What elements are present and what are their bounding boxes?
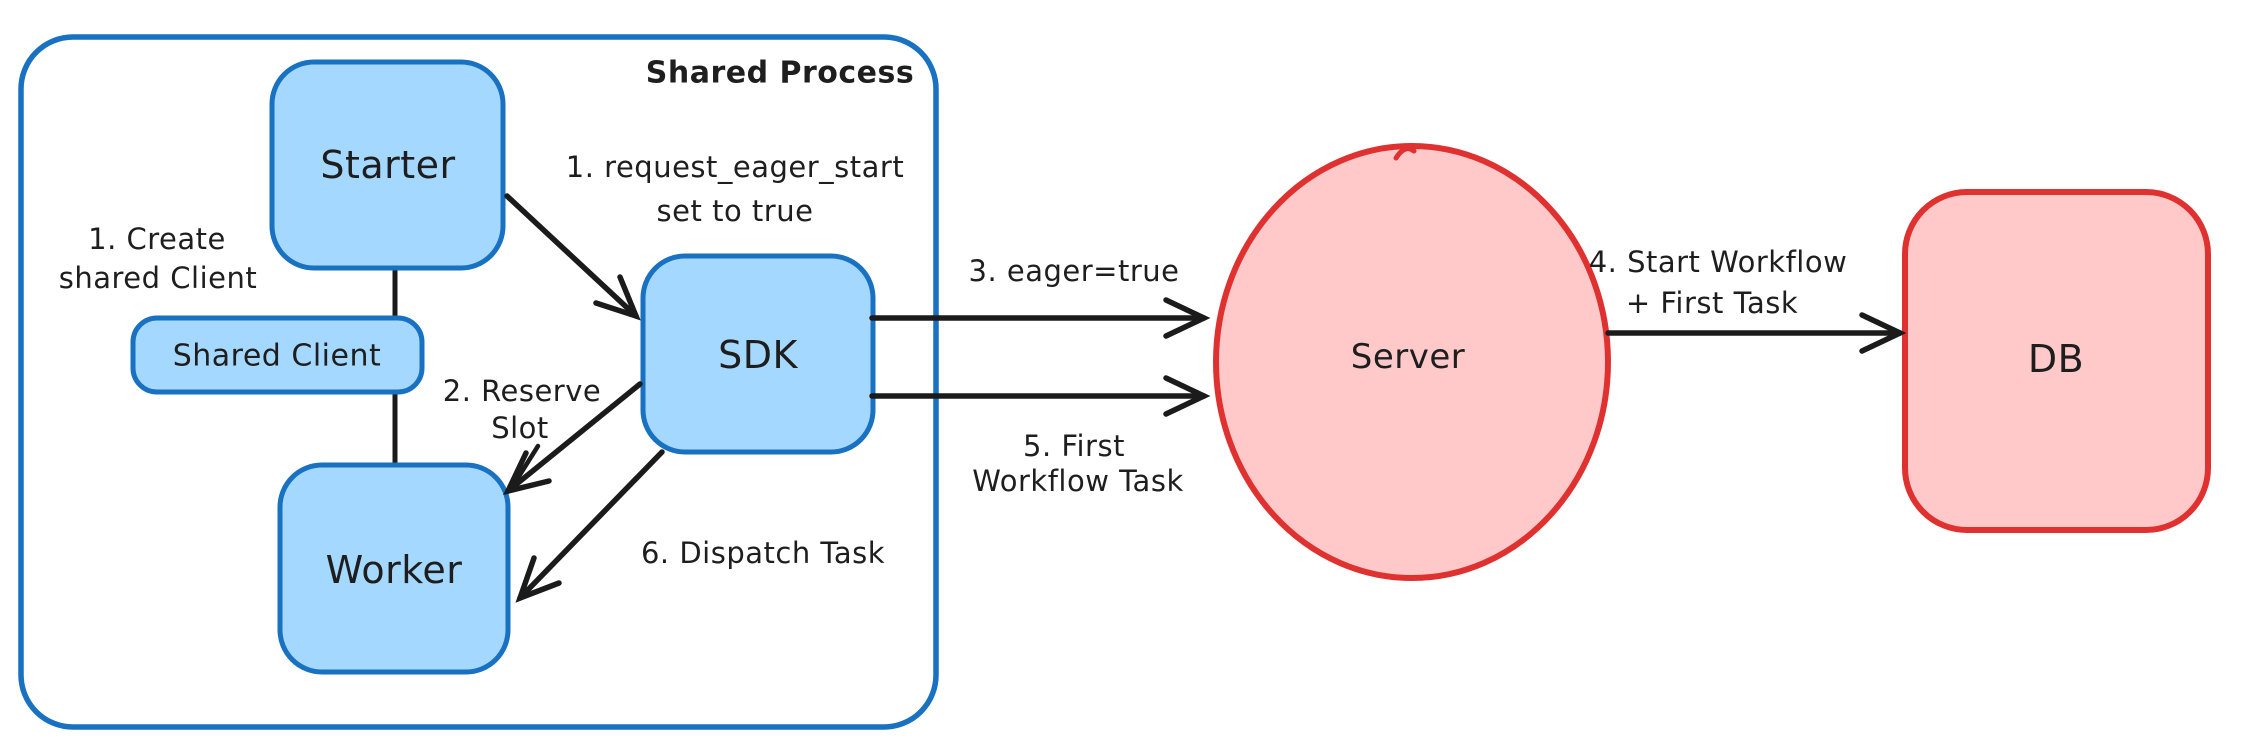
sdk-label: SDK (718, 333, 798, 377)
server-label: Server (1351, 337, 1466, 377)
annotation-create-shared-client-line2: shared Client (59, 261, 257, 295)
annotation-start-workflow-line2: + First Task (1626, 286, 1798, 320)
shared-client-label: Shared Client (173, 339, 382, 374)
shared-client-node: Shared Client (130, 315, 425, 395)
arrowhead (1859, 312, 1907, 354)
annotation-start-workflow-line1: 4. Start Workflow (1589, 245, 1848, 279)
sdk-box (640, 253, 876, 455)
arrowhead (1163, 375, 1211, 417)
db-label: DB (2028, 337, 2084, 381)
annotation-eager-true: 3. eager=true (969, 254, 1180, 288)
server-ellipse (1213, 143, 1611, 581)
arrow-request-eager-start (504, 193, 641, 321)
server-sketch-notch (1393, 146, 1417, 161)
sdk-node: SDK (640, 253, 876, 455)
arrowhead (1163, 297, 1211, 339)
shared-process-label: Shared Process (646, 56, 915, 91)
arrow-reserve-slot (503, 381, 643, 496)
shared-process-border (18, 34, 939, 730)
starter-node: Starter (269, 59, 506, 271)
worker-node: Worker (277, 462, 511, 675)
starter-box (269, 59, 506, 271)
arrow-line (517, 449, 665, 601)
annotation-request-eager-start-line2: set to true (657, 194, 814, 228)
annotation-request-eager-start-line1: 1. request_eager_start (566, 150, 904, 184)
annotation-reserve-slot-line2: Slot (491, 411, 549, 445)
arrowhead (593, 274, 641, 321)
annotation-first-workflow-task-line1: 5. First (1023, 429, 1125, 463)
arrow-line (504, 193, 639, 319)
server-node: Server (1213, 143, 1611, 581)
arrow-dispatch-task (515, 449, 665, 603)
annotation-reserve-slot-line1: 2. Reserve (443, 374, 601, 408)
starter-label: Starter (320, 143, 455, 187)
worker-label: Worker (326, 548, 463, 592)
shared-process-frame: Shared Process (18, 34, 939, 730)
annotations: 1. Create shared Client 1. request_eager… (59, 150, 1848, 570)
arrow-start-workflow (1605, 312, 1907, 354)
arrowhead (503, 450, 552, 496)
db-box (1902, 189, 2211, 533)
arrow-first-workflow-task (869, 375, 1211, 417)
arrowhead (515, 555, 562, 603)
worker-box (277, 462, 511, 675)
arrowhead-sketch-stroke (513, 443, 541, 484)
shared-client-box (130, 315, 425, 395)
arrow-line (505, 381, 643, 494)
annotation-dispatch-task: 6. Dispatch Task (641, 536, 885, 570)
annotation-create-shared-client-line1: 1. Create (88, 222, 226, 256)
arrow-eager-true (869, 297, 1211, 339)
annotation-first-workflow-task-line2: Workflow Task (972, 464, 1183, 498)
db-node: DB (1902, 189, 2211, 533)
